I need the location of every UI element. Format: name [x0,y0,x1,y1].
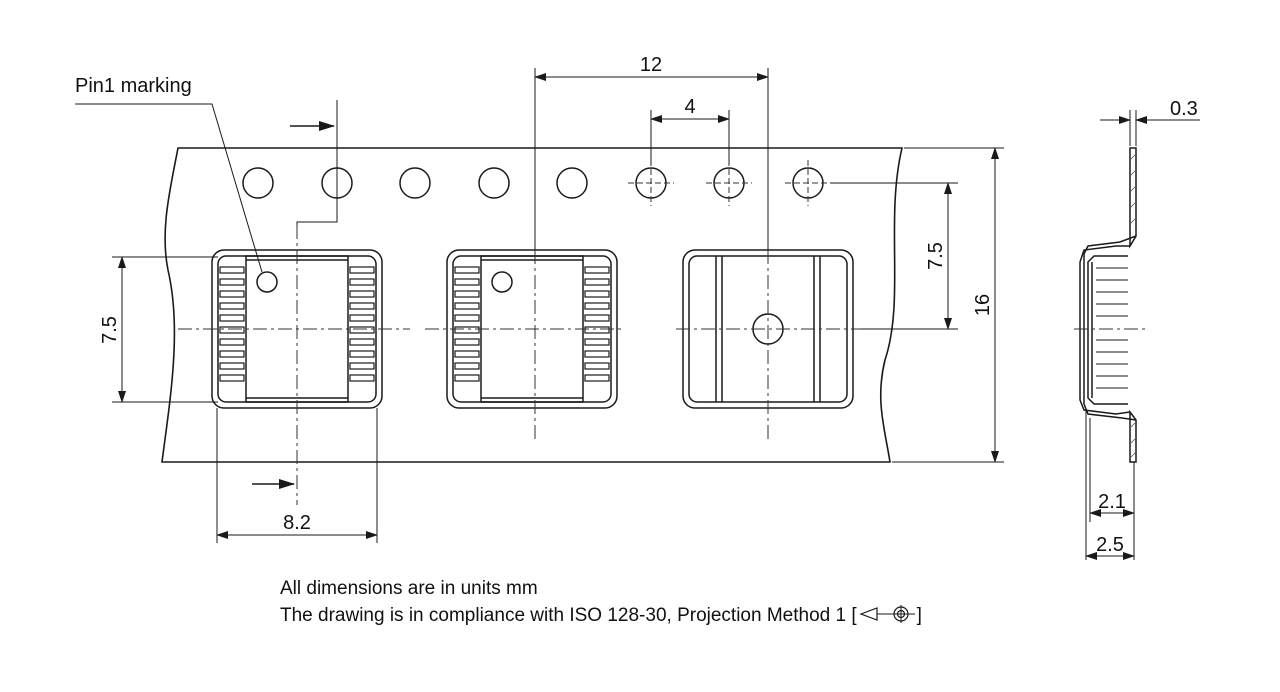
pin1-dot [491,271,513,293]
compliance-note-text: The drawing is in compliance with ISO 12… [280,605,857,626]
dim-tape-thickness: 0.3 [1170,98,1198,120]
carrier-tape-outline [161,147,904,463]
dim-tape-width: 16 [972,294,994,316]
side-view-hatching [1129,153,1137,459]
dim-sprocket-pitch: 4 [684,96,695,118]
sprocket-hole [478,167,510,199]
sprocket-hole [242,167,274,199]
sprocket-hole [399,167,431,199]
dim-pocket-pitch: 12 [640,54,662,76]
projection-method-icon [858,605,915,623]
dim-pocket-depth-outer: 2.5 [1096,534,1124,556]
leads-right [584,266,610,382]
pin1-marking-label: Pin1 marking [75,75,192,97]
leads-left [219,266,245,382]
dim-pocket-width: 8.2 [283,512,311,534]
side-view [1079,147,1137,463]
dimension-lines [75,68,1004,543]
units-note: All dimensions are in units mm [280,578,538,600]
compliance-note: The drawing is in compliance with ISO 12… [280,604,922,627]
pin1-dot [256,271,278,293]
side-view-dimensions [1085,110,1200,560]
units-note-text: All dimensions are in units mm [280,578,538,599]
sprocket-hole [556,167,588,199]
center-lines [178,225,860,505]
dim-row-offset: 7.5 [925,242,947,270]
leads-right [349,266,375,382]
leads-left [454,266,480,382]
dim-pocket-depth-inner: 2.1 [1098,491,1126,513]
dim-pocket-height: 7.5 [99,316,121,344]
compliance-note-bracket: ] [916,605,922,626]
sprocket-center-marks [628,160,831,206]
